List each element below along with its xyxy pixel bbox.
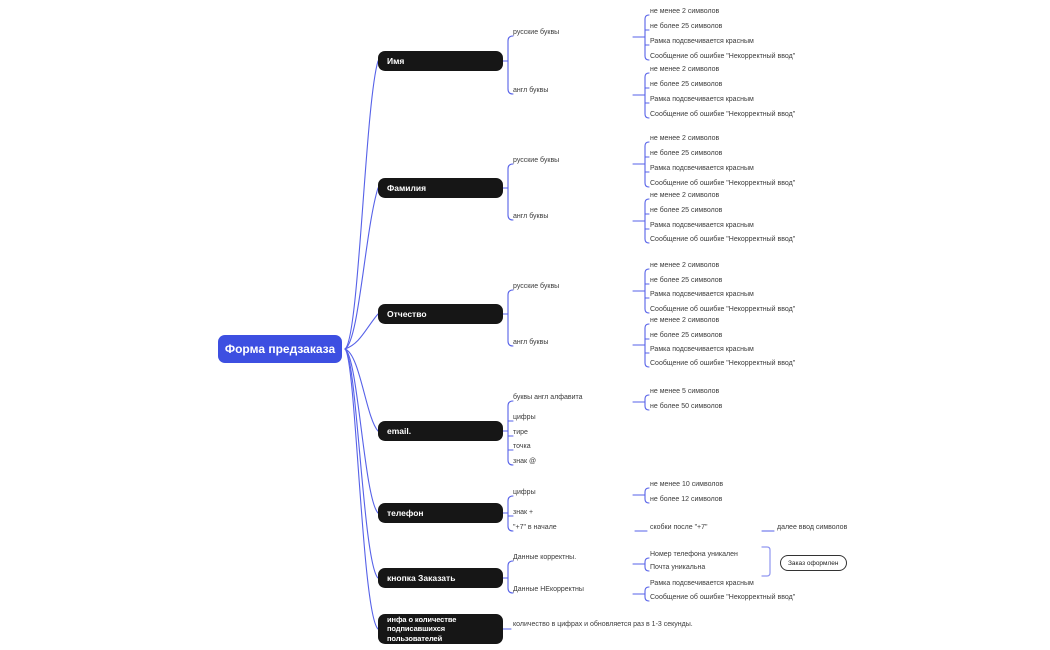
leaf-topic[interactable]: не менее 2 символов: [650, 135, 720, 142]
subtopic-data-correct[interactable]: Данные корректны.: [513, 554, 577, 561]
subtopic-patronymic-russian-letters[interactable]: русские буквы: [513, 283, 560, 290]
leaf-topic[interactable]: Сообщение об ошибке "Некорректный ввод": [650, 53, 796, 60]
leaf-topic[interactable]: не менее 2 символов: [650, 192, 720, 199]
leaf-topic[interactable]: Рамка подсвечивается красным: [650, 96, 754, 103]
leaf-topic[interactable]: Сообщение об ошибке "Некорректный ввод": [650, 111, 796, 118]
leaf-topic-then-char-input[interactable]: далее ввод символов: [777, 524, 848, 531]
leaf-topic[interactable]: не менее 2 символов: [650, 262, 720, 269]
leaf-topic[interactable]: не более 25 символов: [650, 207, 723, 214]
branch-first-name[interactable]: Имя: [378, 51, 503, 71]
subtopic-first-name-russian-letters[interactable]: русские буквы: [513, 29, 560, 36]
leaf-topic[interactable]: не более 25 символов: [650, 23, 723, 30]
leaf-topic[interactable]: Рамка подсвечивается красным: [650, 580, 754, 587]
leaf-topic[interactable]: Рамка подсвечивается красным: [650, 222, 754, 229]
root-topic-preorder-form[interactable]: Форма предзаказа: [218, 335, 342, 363]
leaf-topic-email-unique[interactable]: Почта уникальна: [650, 564, 706, 571]
leaf-topic[interactable]: не менее 2 символов: [650, 66, 720, 73]
subtopic-data-incorrect[interactable]: Данные НЕкорректны: [513, 586, 584, 593]
leaf-topic[interactable]: Рамка подсвечивается красным: [650, 38, 754, 45]
subtopic-patronymic-english-letters[interactable]: англ буквы: [513, 339, 549, 346]
leaf-topic[interactable]: не более 12 символов: [650, 496, 723, 503]
leaf-topic[interactable]: не более 25 символов: [650, 150, 723, 157]
subtopic-phone-plus7-prefix[interactable]: "+7" в начале: [513, 524, 557, 531]
leaf-topic[interactable]: не менее 2 символов: [650, 8, 720, 15]
branch-subscriber-count-info[interactable]: инфа о количестве подписавшихся пользова…: [378, 614, 503, 644]
subtopic-email-dash[interactable]: тире: [513, 429, 528, 436]
subtopic-email-dot[interactable]: точка: [513, 443, 531, 450]
leaf-topic[interactable]: не более 50 символов: [650, 403, 723, 410]
leaf-topic-phone-unique[interactable]: Номер телефона уникален: [650, 551, 738, 558]
subtopic-first-name-english-letters[interactable]: англ буквы: [513, 87, 549, 94]
subtopic-count-in-digits[interactable]: количество в цифрах и обновляется раз в …: [513, 621, 693, 628]
leaf-topic[interactable]: Сообщение об ошибке "Некорректный ввод": [650, 306, 796, 313]
branch-patronymic[interactable]: Отчество: [378, 304, 503, 324]
leaf-topic[interactable]: Сообщение об ошибке "Некорректный ввод": [650, 360, 796, 367]
summary-topic-order-placed[interactable]: Заказ оформлен: [780, 555, 847, 571]
leaf-topic[interactable]: не более 25 символов: [650, 277, 723, 284]
subtopic-phone-digits[interactable]: цифры: [513, 489, 536, 496]
leaf-topic[interactable]: Сообщение об ошибке "Некорректный ввод": [650, 594, 796, 601]
leaf-topic[interactable]: Сообщение об ошибке "Некорректный ввод": [650, 236, 796, 243]
subtopic-phone-plus-sign[interactable]: знак +: [513, 509, 534, 516]
leaf-topic[interactable]: не более 25 символов: [650, 332, 723, 339]
summary-bracket: [761, 546, 771, 577]
leaf-topic[interactable]: Сообщение об ошибке "Некорректный ввод": [650, 180, 796, 187]
subtopic-last-name-russian-letters[interactable]: русские буквы: [513, 157, 560, 164]
branch-phone[interactable]: телефон: [378, 503, 503, 523]
subtopic-email-at-sign[interactable]: знак @: [513, 458, 537, 465]
branch-order-button[interactable]: кнопка Заказать: [378, 568, 503, 588]
leaf-topic[interactable]: не менее 2 символов: [650, 317, 720, 324]
branch-last-name[interactable]: Фамилия: [378, 178, 503, 198]
leaf-topic[interactable]: Рамка подсвечивается красным: [650, 165, 754, 172]
leaf-topic[interactable]: не более 25 символов: [650, 81, 723, 88]
subtopic-email-english-letters[interactable]: буквы англ алфавита: [513, 394, 583, 401]
subtopic-last-name-english-letters[interactable]: англ буквы: [513, 213, 549, 220]
leaf-topic[interactable]: не менее 5 символов: [650, 388, 720, 395]
leaf-topic-brackets-after-plus7[interactable]: скобки после "+7": [650, 524, 708, 531]
leaf-topic[interactable]: Рамка подсвечивается красным: [650, 291, 754, 298]
leaf-topic[interactable]: не менее 10 символов: [650, 481, 724, 488]
leaf-topic[interactable]: Рамка подсвечивается красным: [650, 346, 754, 353]
subtopic-email-digits[interactable]: цифры: [513, 414, 536, 421]
branch-email[interactable]: email.: [378, 421, 503, 441]
